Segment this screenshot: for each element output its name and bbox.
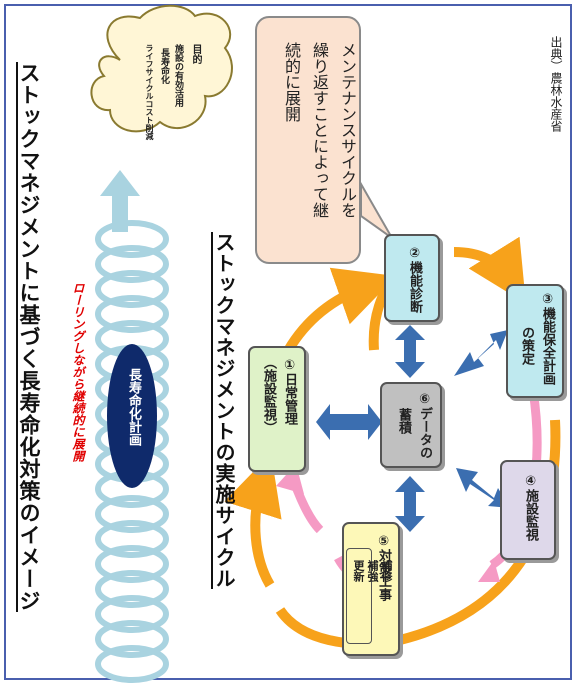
speech-line-1: メンテナンスサイクルを (338, 42, 357, 218)
step-5-items-frame (346, 548, 372, 644)
cloud-line-2: 長寿命化 (159, 48, 169, 84)
step-5-item-2: 補強 (366, 560, 379, 582)
cycle-arrow-5 (224, 453, 282, 588)
step-1-daily-management: ①日常管理 （施設監視） (248, 346, 306, 472)
step-3-line-2: の策定 (519, 326, 534, 365)
blue-double-arrows (316, 325, 510, 532)
step-1-line-2: （施設監視） (261, 356, 276, 434)
speech-line-3: 続的に展開 (282, 42, 301, 122)
spiral-ring (95, 220, 169, 258)
spiral-ring (95, 270, 169, 308)
speech-tail (360, 180, 393, 239)
step-4-line-1: ④施設監視 (523, 474, 538, 541)
rolling-note: ローリングしながら継続的に展開 (71, 282, 85, 462)
step-4-facility-monitoring: ④施設監視 (500, 460, 556, 560)
spiral-rings (95, 220, 169, 683)
step-3-line-1: ③機能保全計画 (540, 292, 555, 385)
step-2-function-diagnosis: ②機能診断 (384, 234, 440, 322)
cycle-arrow-3 (453, 236, 526, 304)
step-6-data-accumulation: ⑥データの 蓄積 (380, 382, 442, 468)
arrow-data-to-2 (395, 325, 425, 378)
step-5-item-1: 補修 (380, 560, 393, 582)
speech-line-2: 繰り返すことによって継 (310, 42, 329, 218)
arrow-data-to-4 (456, 468, 510, 508)
spiral-ring (95, 620, 169, 658)
step-6-line-1: ⑥データの (417, 392, 432, 459)
spiral-ring (95, 595, 169, 633)
plan-label: 長寿命化計画 (126, 368, 141, 446)
arrow-data-to-3 (454, 330, 508, 376)
step-5-line-1: ⑤対策工事 (376, 534, 391, 601)
frame-border (4, 4, 572, 680)
arrow-data-to-5 (395, 476, 425, 532)
step-5-countermeasure-works: ⑤対策工事 (342, 522, 400, 656)
speech-bubble (255, 16, 361, 264)
spiral-ring (95, 520, 169, 558)
spiral-ring (95, 570, 169, 608)
spiral-ring (95, 645, 169, 683)
spiral-ring (95, 545, 169, 583)
step-5-item-3: 更新 (352, 560, 365, 582)
step-1-line-1: ①日常管理 (282, 358, 297, 425)
purpose-cloud (90, 4, 233, 133)
step-2-line-1: ②機能診断 (407, 246, 422, 313)
spiral-ring (95, 495, 169, 533)
spiral-ring (95, 245, 169, 283)
pink-arrowhead-1 (478, 560, 500, 582)
cloud-line-3: ライフサイクルコスト削減 (145, 44, 154, 140)
source-credit: 出典）農林水産省 (549, 36, 563, 132)
cloud-heading: 目的 (190, 44, 201, 64)
arrow-data-to-1 (316, 404, 382, 440)
spiral-ring (95, 295, 169, 333)
step-3-plan-formulation: ③機能保全計画 の策定 (506, 284, 564, 398)
spiral-up-arrow (100, 170, 140, 232)
cycle-title: ストックマネジメントの実施サイクル (212, 232, 236, 589)
step-6-line-2: 蓄積 (396, 408, 411, 434)
cloud-line-1: 施設の有効活用 (173, 44, 183, 107)
main-title: ストックマネジメントに基づく長寿命化対策のイメージ (17, 62, 41, 612)
plan-ellipse (107, 344, 157, 488)
